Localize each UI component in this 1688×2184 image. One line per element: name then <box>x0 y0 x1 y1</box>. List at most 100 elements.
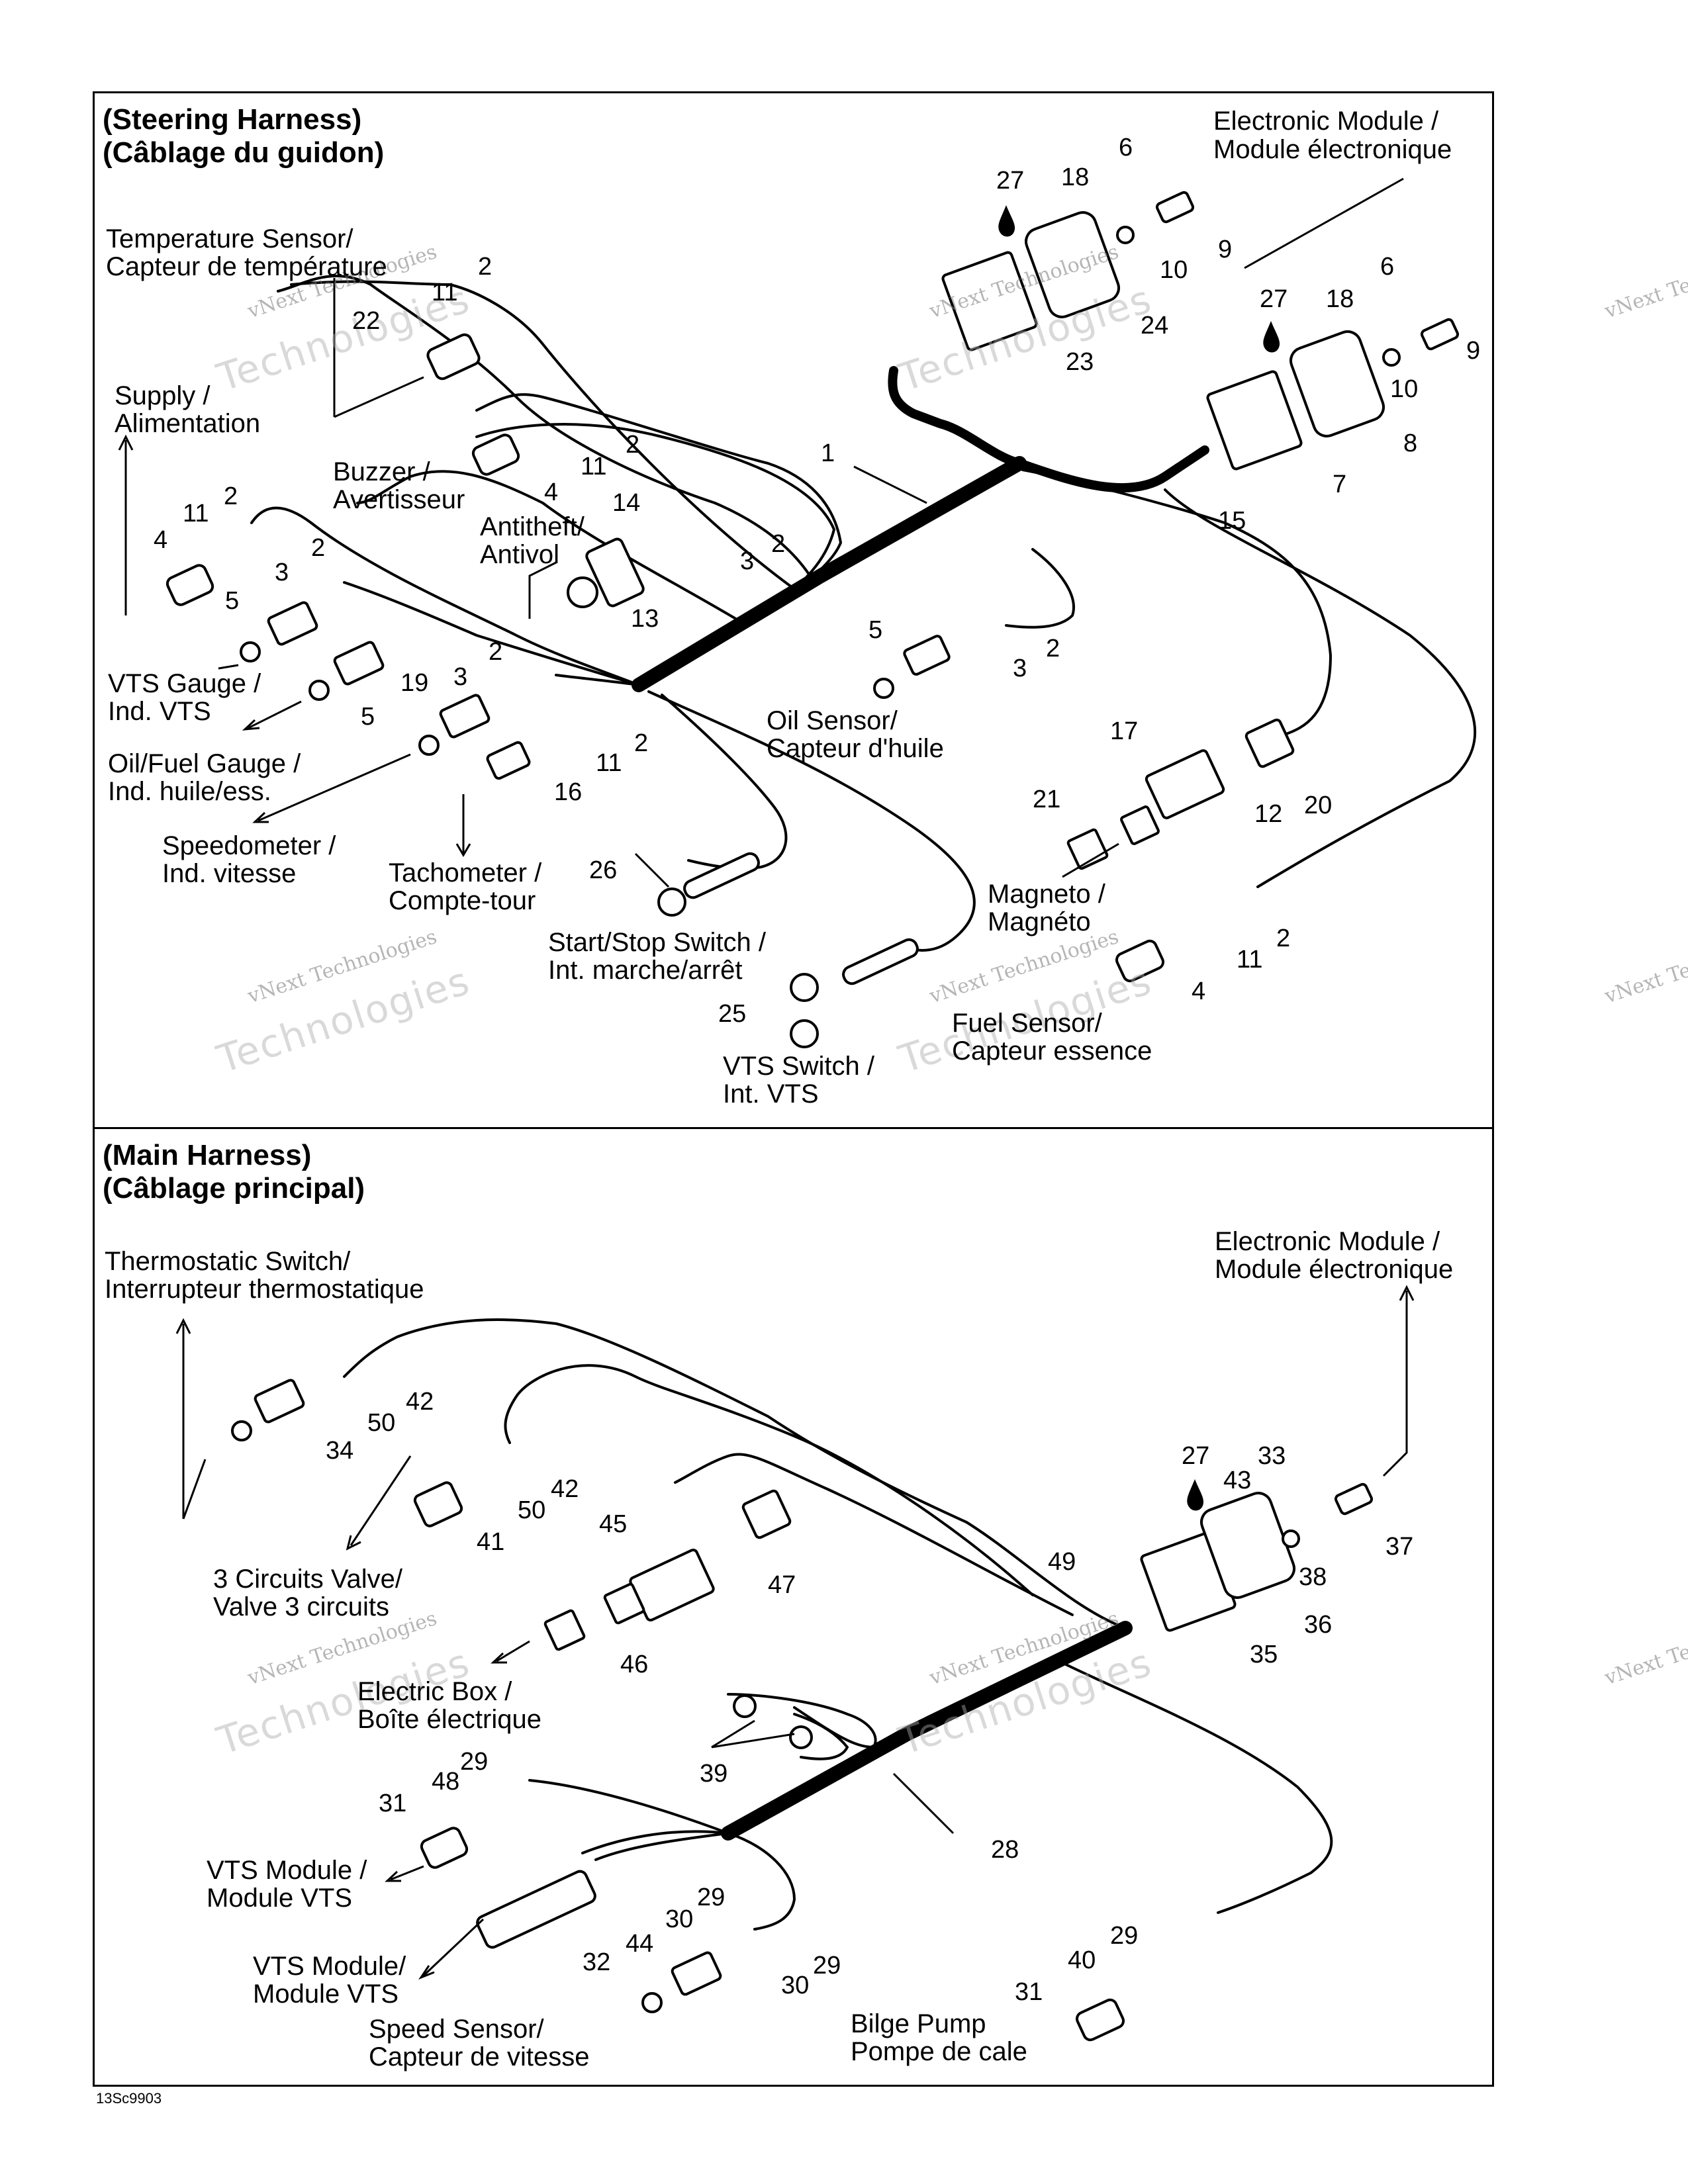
label-tachometer-fr: Compte-tour <box>389 886 536 915</box>
callout-5: 5 <box>225 587 240 615</box>
connector-magneto-insert <box>1066 828 1109 870</box>
label-oil-sensor-fr: Capteur d'huile <box>767 734 944 763</box>
label-speed-sensor-en: Speed Sensor/ <box>369 2015 544 2044</box>
electronic-module-connector-a <box>941 251 1038 351</box>
label-3-circuits-valve-fr: Valve 3 circuits <box>213 1592 390 1621</box>
label-main-electronic-module-fr: Module électronique <box>1215 1255 1454 1284</box>
electronic-module-seal-b <box>1289 330 1385 437</box>
main-title-fr: (Câblage principal) <box>103 1172 365 1205</box>
connector-buzzer <box>471 433 520 476</box>
label-electric-box-fr: Boîte électrique <box>357 1705 541 1734</box>
callout-6: 6 <box>1119 134 1133 161</box>
callout-11: 11 <box>183 500 209 527</box>
callout-12: 12 <box>1254 800 1283 828</box>
connector-speedometer <box>439 694 491 739</box>
connector-magneto-seal <box>1120 805 1160 845</box>
callout-50: 50 <box>367 1409 396 1437</box>
callout-11: 11 <box>432 279 458 306</box>
callout-2: 2 <box>478 253 492 281</box>
connector-tachometer <box>486 741 531 780</box>
connector-electric-box-insert <box>543 1609 586 1651</box>
electronic-module-seal-a <box>1025 211 1120 318</box>
connector-3-circuits-valve <box>413 1481 463 1527</box>
terminal-9a <box>1155 191 1195 224</box>
label-supply-fr: Alimentation <box>115 409 261 438</box>
callout-11: 11 <box>1237 946 1263 974</box>
connector-magneto-cap <box>1244 718 1295 768</box>
callout-21: 21 <box>1033 786 1061 813</box>
main-harness-trunk <box>721 1621 1133 1841</box>
label-buzzer-fr: Avertisseur <box>333 485 465 514</box>
label-start-stop-en: Start/Stop Switch / <box>548 928 767 957</box>
callout-29: 29 <box>813 1952 841 1979</box>
main-title-en: (Main Harness) <box>103 1139 312 1171</box>
label-vts-module-2-fr: Module VTS <box>253 1979 399 2009</box>
callout-20: 20 <box>1304 792 1333 819</box>
label-buzzer-en: Buzzer / <box>333 457 430 486</box>
callout-4: 4 <box>1192 978 1206 1005</box>
label-vts-module-1-en: VTS Module / <box>207 1856 367 1885</box>
label-thermostatic-en: Thermostatic Switch/ <box>105 1247 351 1276</box>
label-fuel-sensor-fr: Capteur essence <box>952 1036 1152 1066</box>
callout-9: 9 <box>1218 236 1233 263</box>
steering-module-branch-a <box>888 366 1024 468</box>
callout-46: 46 <box>620 1651 649 1678</box>
callout-30: 30 <box>781 1972 810 1999</box>
callout-2: 2 <box>311 534 326 562</box>
connector-bilge-pump <box>1075 1998 1125 2042</box>
callout-25: 25 <box>718 1000 747 1028</box>
figure-code: 13Sc9903 <box>96 2090 162 2107</box>
label-electronic-module-en: Electronic Module / <box>1213 107 1439 136</box>
callout-28: 28 <box>991 1836 1019 1864</box>
electronic-module-seal-main <box>1200 1492 1295 1599</box>
callout-43: 43 <box>1223 1467 1252 1494</box>
callout-40: 40 <box>1068 1946 1096 1974</box>
callout-3: 3 <box>275 559 289 586</box>
callout-13: 13 <box>631 605 659 633</box>
grease-drop-icon <box>1187 1479 1204 1511</box>
callout-11: 11 <box>581 453 607 480</box>
callout-4: 4 <box>154 526 168 554</box>
callout-3: 3 <box>453 663 468 691</box>
callout-3: 3 <box>740 547 755 575</box>
callout-27: 27 <box>1260 285 1288 313</box>
callout-33: 33 <box>1258 1442 1286 1470</box>
callout-2: 2 <box>1046 635 1060 662</box>
callout-11: 11 <box>596 749 622 777</box>
connector-speed-sensor <box>671 1951 722 1996</box>
label-temperature-sensor-fr: Capteur de température <box>106 252 387 281</box>
callout-39: 39 <box>700 1760 728 1788</box>
connector-electric-box-cap <box>741 1489 792 1539</box>
label-start-stop-fr: Int. marche/arrêt <box>548 956 743 985</box>
steering-main-trunk <box>632 456 1027 692</box>
label-magneto-fr: Magnéto <box>988 907 1091 936</box>
label-magneto-en: Magneto / <box>988 880 1105 909</box>
callout-3: 3 <box>1013 655 1027 682</box>
callout-29: 29 <box>697 1884 726 1911</box>
callout-2: 2 <box>634 729 649 757</box>
callout-18: 18 <box>1061 163 1090 191</box>
callout-50: 50 <box>518 1496 546 1524</box>
callout-1: 1 <box>821 439 835 467</box>
connector-vts-module-2 <box>476 1870 596 1949</box>
label-3-circuits-valve-en: 3 Circuits Valve/ <box>213 1565 403 1594</box>
label-vts-switch-fr: Int. VTS <box>723 1079 819 1109</box>
callout-2: 2 <box>626 431 640 459</box>
switch-start-stop <box>683 852 760 899</box>
callout-48: 48 <box>432 1768 460 1796</box>
callout-31: 31 <box>1015 1978 1043 2006</box>
connector-electric-box-seal <box>603 1582 645 1625</box>
callout-2: 2 <box>771 530 786 558</box>
callout-45: 45 <box>599 1510 628 1538</box>
callout-41: 41 <box>477 1528 505 1556</box>
steering-module-branch-b <box>1015 445 1209 493</box>
grommet-antitheft <box>567 576 598 608</box>
callout-9: 9 <box>1466 337 1481 365</box>
callout-5: 5 <box>868 616 883 644</box>
callout-17: 17 <box>1110 717 1139 745</box>
callout-5: 5 <box>361 703 375 731</box>
callout-2: 2 <box>1276 925 1291 952</box>
callout-24: 24 <box>1141 312 1169 340</box>
label-tachometer-en: Tachometer / <box>389 858 542 887</box>
